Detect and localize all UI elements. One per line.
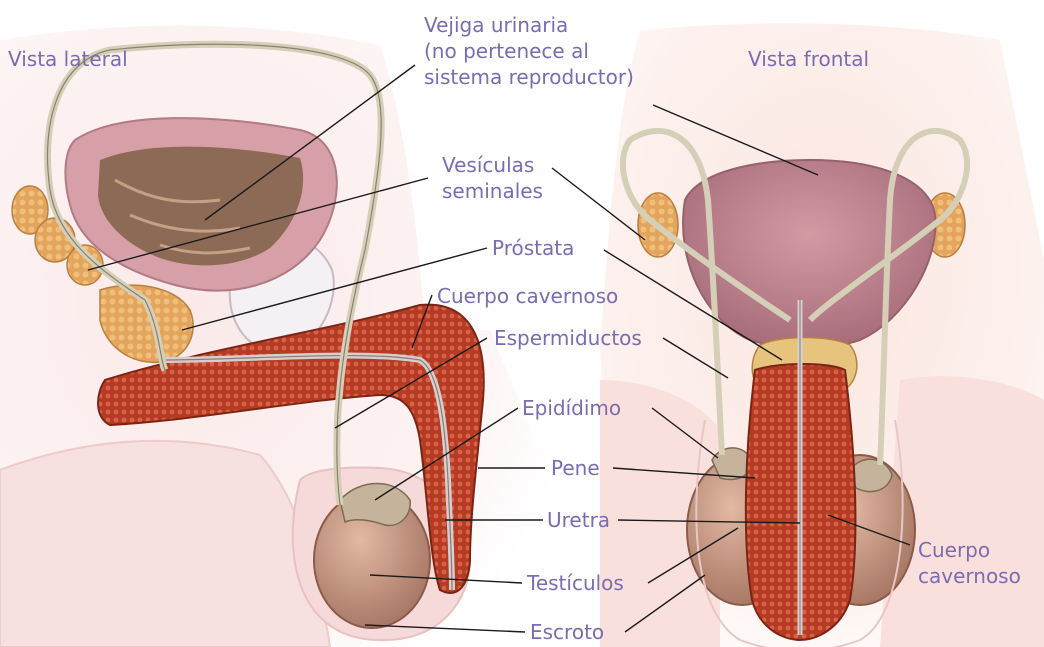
label-cuerpo-cavernoso-lateral: Cuerpo cavernoso <box>437 283 618 309</box>
label-testiculos: Testículos <box>527 570 624 596</box>
label-prostata: Próstata <box>492 235 574 261</box>
label-epididimo: Epidídimo <box>522 395 621 421</box>
label-cuerpo-cavernoso-frontal: Cuerpo cavernoso <box>918 537 1021 589</box>
label-vejiga-line-1: Vejiga urinaria <box>424 12 634 38</box>
label-vejiga-urinaria: Vejiga urinaria (no pertenece al sistema… <box>424 12 634 90</box>
label-vejiga-line-3: sistema reproductor) <box>424 64 634 90</box>
label-escroto: Escroto <box>530 619 604 645</box>
label-cuerpo-frontal-line-2: cavernoso <box>918 563 1021 589</box>
title-vista-lateral: Vista lateral <box>8 46 128 72</box>
label-cuerpo-frontal-line-1: Cuerpo <box>918 537 1021 563</box>
label-espermiductos: Espermiductos <box>494 325 642 351</box>
label-vejiga-line-2: (no pertenece al <box>424 38 634 64</box>
label-pene: Pene <box>551 455 600 481</box>
label-vesiculas-line-1: Vesículas <box>442 152 543 178</box>
label-vesiculas-line-2: seminales <box>442 178 543 204</box>
lateral-view <box>0 26 560 647</box>
label-vesiculas-seminales: Vesículas seminales <box>442 152 543 204</box>
title-vista-frontal: Vista frontal <box>748 46 869 72</box>
label-uretra: Uretra <box>547 507 610 533</box>
